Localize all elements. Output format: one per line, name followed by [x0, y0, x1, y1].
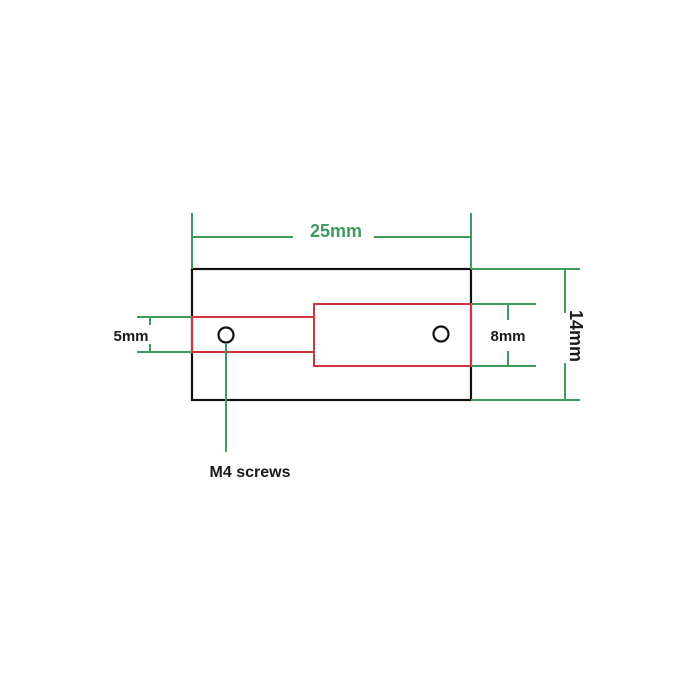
- small-slot-dimension: [137, 316, 192, 353]
- large-slot-dimension: [471, 303, 536, 367]
- width-label: 25mm: [310, 221, 362, 241]
- screws-label: M4 screws: [210, 464, 291, 481]
- height-label: 14mm: [566, 310, 586, 362]
- large-slot: [313, 303, 472, 367]
- width-dimension: [191, 213, 472, 269]
- height-dimension: [471, 268, 580, 401]
- left-screw-hole-icon: [217, 326, 235, 344]
- large-slot-label: 8mm: [490, 328, 525, 345]
- right-screw-hole-icon: [432, 325, 450, 343]
- small-slot-label: 5mm: [113, 328, 148, 345]
- small-slot: [191, 316, 314, 353]
